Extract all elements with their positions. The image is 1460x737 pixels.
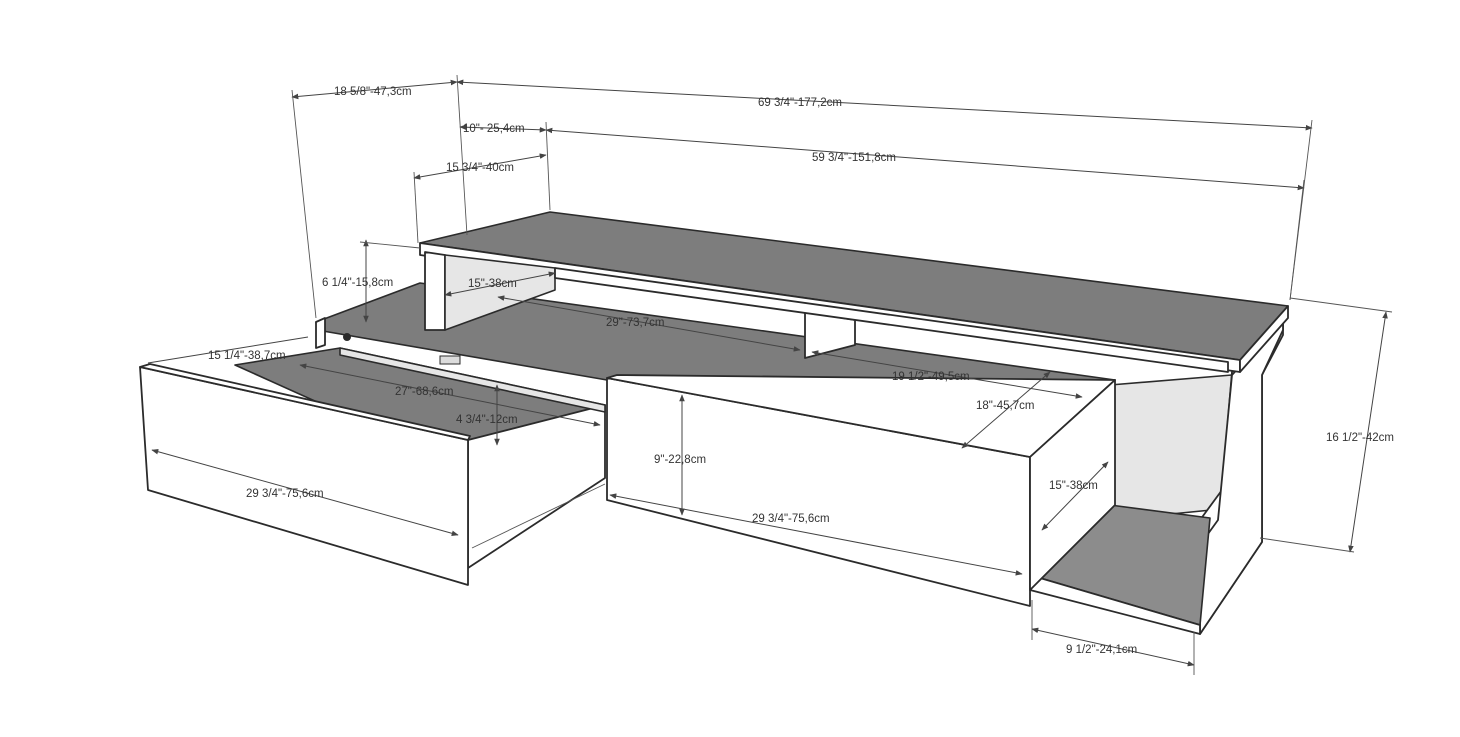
dim-line-right-opening-depth [961,371,1051,449]
right-inner-wall [1109,374,1233,521]
ext-line [1289,297,1393,313]
ext-line [359,241,421,249]
dim-line-side-shelf-width [1031,627,1195,667]
grommet-hole-icon [343,333,351,341]
label-overall-depth: 18 5/8"-47,3cm [334,86,412,98]
cable-clip-icon [439,355,461,365]
label-right-opening-width: 19 1/2"-49,5cm [892,371,970,383]
label-riser-depth: 15 3/4"-40cm [446,162,514,174]
dimension-labels: 18 5/8"-47,3cm 69 3/4"-177,2cm 10"- 25,4… [208,86,1394,656]
drawer-slide [471,483,606,549]
dim-line-riser-leg [444,271,556,297]
riser-left-leg [424,251,446,331]
dim-line-side-shelf-depth [1041,461,1109,531]
label-drawer-depth: 15 1/4"-38,7cm [208,350,286,362]
label-overall-height: 16 1/2"-42cm [1326,432,1394,444]
label-drawer-inner-width: 27"-68,6cm [395,386,453,398]
label-second-drawer-width: 29 3/4"-75,6cm [752,513,830,525]
label-side-shelf-depth: 15"-38cm [1049,480,1098,492]
dim-line-riser-offset [459,124,547,133]
dim-line-drawer-front-width [151,448,459,537]
label-overall-width: 69 3/4"-177,2cm [758,97,842,109]
label-riser-leg-depth: 15"-38cm [468,278,517,290]
dim-line-riser-depth [413,153,547,180]
label-side-shelf-width: 9 1/2"-24,1cm [1066,644,1137,656]
dim-line-overall-depth [291,79,458,100]
dim-line-riser-width [545,127,1305,191]
label-right-opening-depth: 18"-45,7cm [976,400,1034,412]
dim-line-drawer-inner-width [299,363,601,427]
dim-line-overall-height [1348,311,1388,553]
dim-line-second-drawer-width [609,493,1023,576]
ext-line [1289,179,1305,301]
ext-line [291,89,317,319]
dimension-lines [147,74,1393,675]
ext-line [545,121,551,211]
ext-line [1259,537,1355,553]
label-drawer-inner-height: 4 3/4"-12cm [456,414,518,426]
label-riser-width: 59 3/4"-151,8cm [812,152,896,164]
label-drawer-front-height: 9"-22,8cm [654,454,706,466]
dim-line-overall-width [456,79,1313,131]
tv-stand-body [139,211,1289,635]
label-shelf-opening: 29"-73,7cm [606,317,664,329]
left-end-panel [315,317,326,349]
dim-line-drawer-depth [147,336,309,364]
dim-line-shelf-opening [497,295,801,352]
label-riser-height: 6 1/4"-15,8cm [322,277,393,289]
ext-line [413,171,419,244]
ext-line [456,74,468,236]
riser-right-edge [1239,305,1289,373]
label-drawer-front-width: 29 3/4"-75,6cm [246,488,324,500]
label-riser-offset: 10"- 25,4cm [463,123,525,135]
